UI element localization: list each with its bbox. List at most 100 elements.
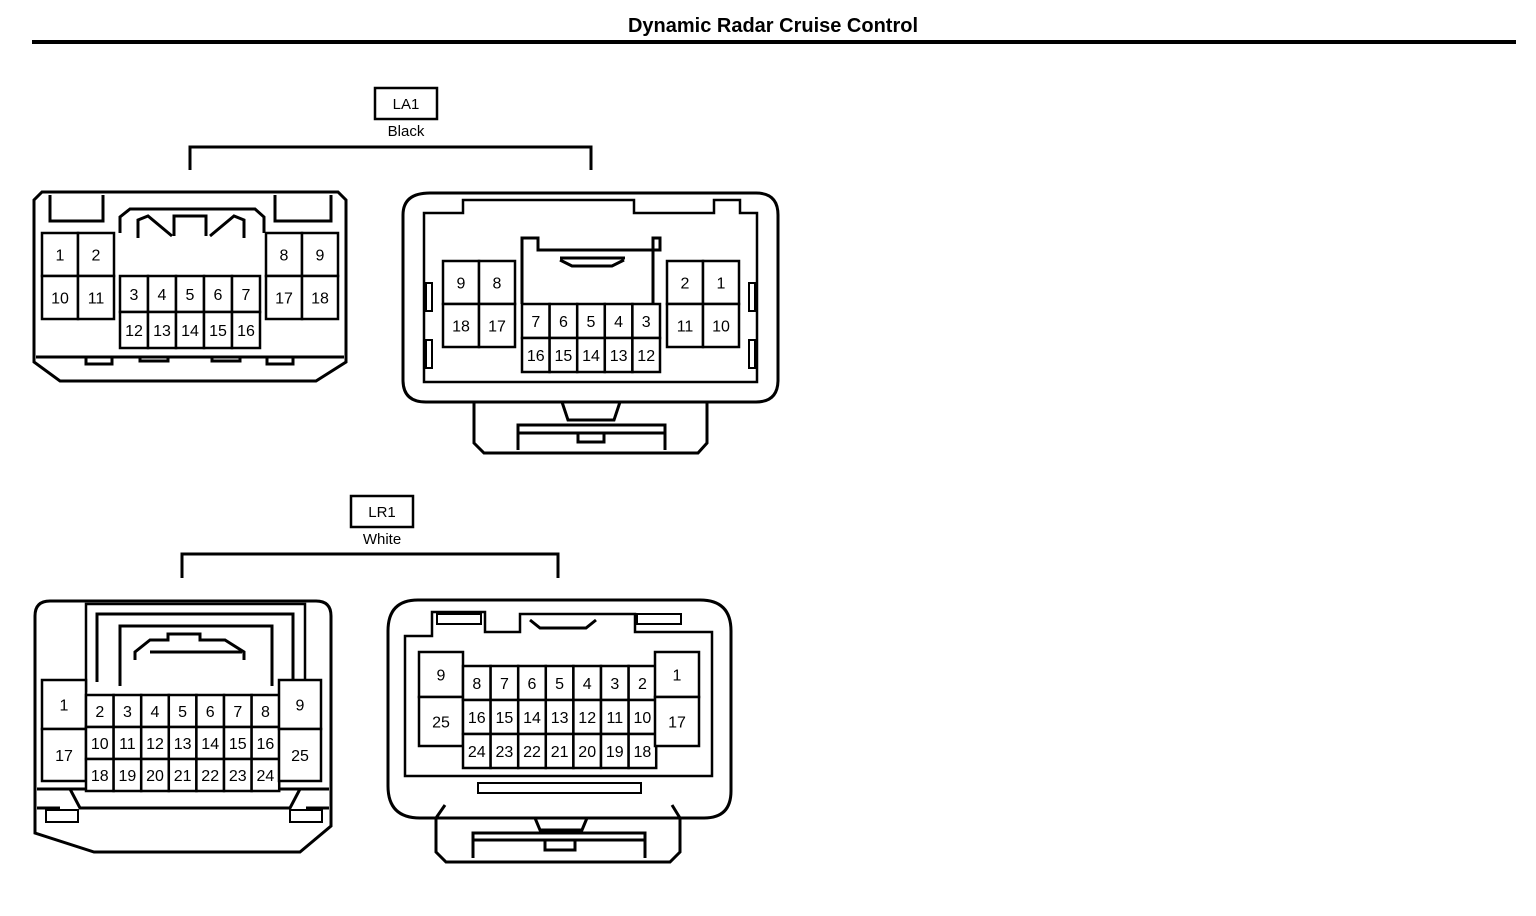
pin-cavity xyxy=(441,302,481,349)
pin-number: 15 xyxy=(229,736,247,753)
pin-number: 22 xyxy=(523,744,541,761)
pin-number: 10 xyxy=(634,710,652,727)
pin-number: 5 xyxy=(186,287,195,304)
pin-number: 3 xyxy=(123,704,132,721)
pin-number: 9 xyxy=(457,275,466,292)
pin-number: 12 xyxy=(146,736,164,753)
pin-number: 4 xyxy=(151,704,160,721)
pin-number: 2 xyxy=(92,247,101,264)
la1-color-label: Black xyxy=(388,123,425,140)
pin-cavity xyxy=(627,732,658,770)
lr1-code-label: LR1 xyxy=(368,504,396,521)
pin-cavity xyxy=(575,336,607,374)
pin-number: 1 xyxy=(717,275,726,292)
pin-cavity xyxy=(40,274,80,321)
pin-cavity xyxy=(599,664,630,702)
pin-number: 18 xyxy=(91,768,109,785)
pin-number: 21 xyxy=(551,744,569,761)
pin-number: 3 xyxy=(610,676,619,693)
lr1-color-label: White xyxy=(363,531,401,548)
pin-number: 9 xyxy=(296,697,305,714)
pin-cavity xyxy=(84,757,115,793)
pin-number: 5 xyxy=(587,314,596,331)
lr1-right-housing xyxy=(386,598,733,864)
pin-number: 13 xyxy=(174,736,192,753)
pin-number: 25 xyxy=(432,714,450,731)
pin-cavity xyxy=(277,727,323,783)
pin-number: 14 xyxy=(181,323,199,340)
pin-number: 6 xyxy=(214,287,223,304)
pin-cavity xyxy=(572,732,603,770)
pin-number: 4 xyxy=(614,314,623,331)
pin-number: 10 xyxy=(51,290,69,307)
pin-number: 14 xyxy=(201,736,219,753)
lr1-code-box xyxy=(349,494,415,529)
pin-cavity xyxy=(477,302,517,349)
pin-number: 1 xyxy=(56,247,65,264)
pin-number: 25 xyxy=(291,748,309,765)
pin-cavity xyxy=(417,650,465,699)
pin-number: 21 xyxy=(174,768,192,785)
pin-cavity xyxy=(222,757,253,793)
lr1-bracket xyxy=(180,552,560,578)
pin-cavity xyxy=(167,725,198,761)
pin-cavity xyxy=(520,302,551,340)
pin-number: 2 xyxy=(681,275,690,292)
pin-number: 17 xyxy=(275,290,293,307)
lr1-label-group: LR1 White xyxy=(180,494,560,578)
pin-number: 9 xyxy=(316,247,325,264)
pin-number: 5 xyxy=(555,676,564,693)
pin-number: 11 xyxy=(119,736,136,753)
pin-number: 15 xyxy=(209,323,227,340)
pin-number: 17 xyxy=(55,748,73,765)
pin-number: 11 xyxy=(88,290,105,307)
pin-cavity xyxy=(544,664,575,702)
la1-bracket xyxy=(188,145,593,170)
pin-number: 13 xyxy=(610,348,628,365)
pin-number: 9 xyxy=(437,667,446,684)
pin-number: 14 xyxy=(582,348,600,365)
pin-number: 11 xyxy=(606,710,623,727)
pin-number: 7 xyxy=(233,704,242,721)
pin-cavity xyxy=(477,259,517,306)
pin-number: 20 xyxy=(578,744,596,761)
pin-cavity xyxy=(202,274,234,314)
la1-code-label: LA1 xyxy=(393,96,420,113)
pin-cavity xyxy=(174,310,206,350)
pin-number: 17 xyxy=(488,318,506,335)
pin-number: 3 xyxy=(642,314,651,331)
pin-number: 10 xyxy=(91,736,109,753)
pin-number: 23 xyxy=(229,768,247,785)
pin-number: 22 xyxy=(201,768,219,785)
la1-code-box xyxy=(373,86,439,121)
pin-cavity xyxy=(548,336,579,374)
pin-cavity xyxy=(250,757,281,793)
pin-number: 12 xyxy=(637,348,655,365)
pin-cavity xyxy=(146,310,178,350)
pin-number: 12 xyxy=(125,323,143,340)
pin-number: 15 xyxy=(496,710,514,727)
pin-cavity xyxy=(461,732,492,770)
pin-cavity xyxy=(701,259,741,306)
pin-number: 20 xyxy=(146,768,164,785)
pin-cavity xyxy=(146,274,178,314)
pin-number: 24 xyxy=(468,744,486,761)
pin-number: 3 xyxy=(130,287,139,304)
pin-cavity xyxy=(118,274,150,314)
pin-cavity xyxy=(76,274,116,321)
pin-number: 8 xyxy=(261,704,270,721)
pin-number: 4 xyxy=(583,676,592,693)
pin-number: 7 xyxy=(242,287,251,304)
pin-cavity xyxy=(202,310,234,350)
la1-left-housing xyxy=(32,190,348,383)
pin-number: 7 xyxy=(531,314,540,331)
pin-cavity xyxy=(653,650,701,699)
pin-cavity xyxy=(631,302,662,340)
pin-number: 18 xyxy=(311,290,329,307)
pin-number: 11 xyxy=(677,318,694,335)
pin-number: 23 xyxy=(496,744,514,761)
pin-number: 17 xyxy=(668,714,686,731)
